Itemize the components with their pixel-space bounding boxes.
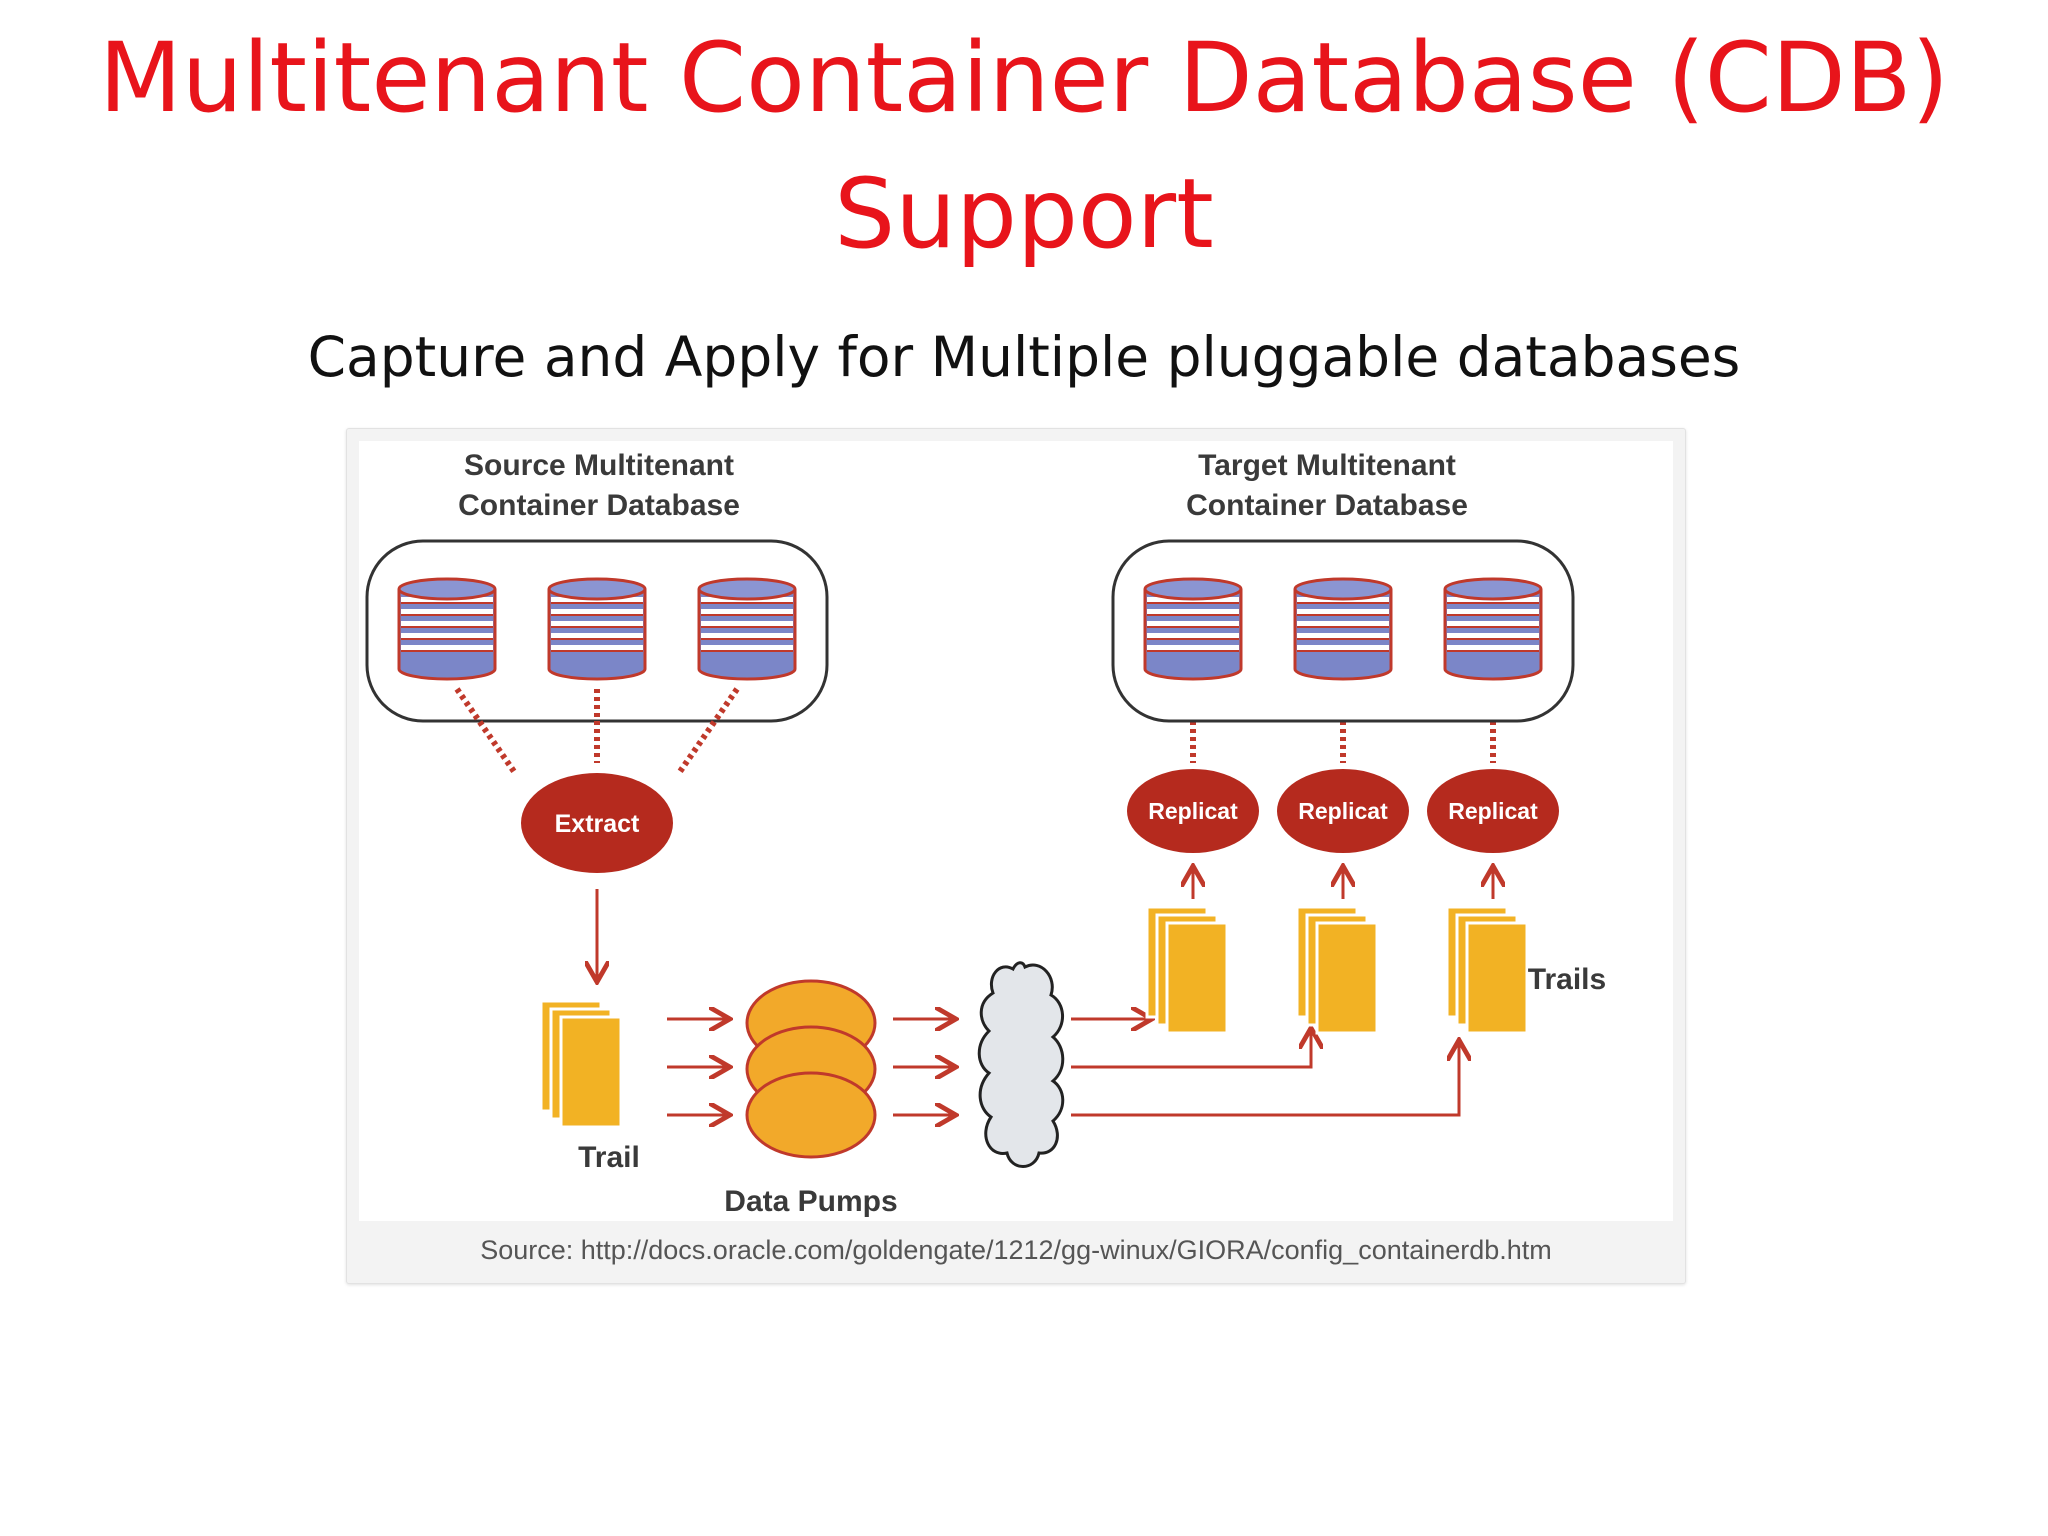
target-trail-2-icon <box>1295 905 1379 1035</box>
title-line-2: Support <box>834 158 1214 270</box>
target-pdb-1-icon <box>1143 577 1243 681</box>
replicat-label-1: Replicat <box>1148 798 1238 824</box>
extract-label: Extract <box>555 810 640 838</box>
figure-canvas: Source Multitenant Container Database Ex… <box>359 441 1673 1221</box>
trails-label: Trails <box>1528 963 1606 996</box>
source-cdb-label-line2: Container Database <box>458 489 740 522</box>
trail-label: Trail <box>578 1141 640 1174</box>
source-pdb-2-icon <box>547 577 647 681</box>
source-trail-icon <box>539 999 623 1129</box>
figure-frame: Source Multitenant Container Database Ex… <box>346 428 1686 1284</box>
replicat-label-2: Replicat <box>1298 798 1388 824</box>
replicat-label-3: Replicat <box>1448 798 1538 824</box>
data-pump-3 <box>745 1071 877 1159</box>
slide-subtitle: Capture and Apply for Multiple pluggable… <box>307 325 1741 389</box>
source-pdb-3-connector <box>676 687 740 775</box>
source-pdb-1-icon <box>397 577 497 681</box>
extract-node <box>521 773 673 873</box>
network-to-trail-2-arrow <box>1071 1031 1311 1069</box>
target-pdb-3-icon <box>1443 577 1543 681</box>
source-pdb-1-connector <box>454 687 518 775</box>
target-cdb-label-line1: Target Multitenant <box>1198 449 1456 482</box>
source-cdb-label-line1: Source Multitenant <box>464 449 734 482</box>
slide-title: Multitenant Container Database (CDB) Sup… <box>0 10 2048 282</box>
source-caption: Source: http://docs.oracle.com/goldengat… <box>480 1235 1552 1265</box>
replicat-node-1 <box>1127 769 1259 853</box>
network-to-trail-3-arrow <box>1071 1043 1459 1117</box>
network-cloud-icon <box>977 961 1065 1168</box>
title-line-1: Multitenant Container Database (CDB) <box>99 22 1949 134</box>
replication-diagram: Source Multitenant Container Database Ex… <box>365 449 1606 1218</box>
target-trail-1-icon <box>1145 905 1229 1035</box>
source-pdb-3-icon <box>697 577 797 681</box>
replicat-node-3 <box>1427 769 1559 853</box>
target-trail-3-icon <box>1445 905 1529 1035</box>
data-pumps-label: Data Pumps <box>724 1185 897 1218</box>
target-cdb-label-line2: Container Database <box>1186 489 1468 522</box>
target-pdb-2-icon <box>1293 577 1393 681</box>
replicat-node-2 <box>1277 769 1409 853</box>
